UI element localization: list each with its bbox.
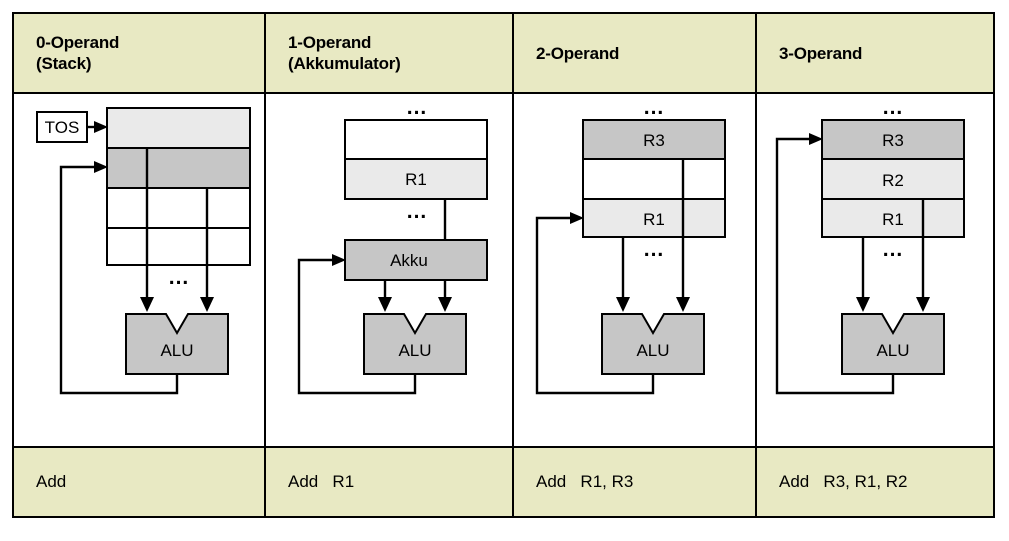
accumulator-label: Akku [390,251,428,270]
acc-ellipsis-above: ... [407,96,428,119]
instruction-label-1-operand: Add R1 [288,472,355,491]
two-operand-diagram-cell: ... R3 R1 ... [514,94,757,446]
three-reg-label-r1: R1 [882,210,904,229]
alu-label: ALU [160,341,193,360]
two-reg-label-r1: R1 [643,210,665,229]
two-reg-label-r3: R3 [643,131,665,150]
alu-label: ALU [398,341,431,360]
three-reg-cell-r1 [821,198,965,238]
stack-ellipsis: ... [169,266,190,289]
two-operand-arrow-r3 [676,297,690,312]
instruction-cell-1-operand: Add R1 [266,448,514,516]
two-feedback-arrow-head [570,212,584,224]
stack-feedback-path [59,165,179,395]
stack-feedback-arrow-head [94,161,108,173]
alu-shape [601,313,705,375]
operand-comparison-table: 0-Operand (Stack) 1-Operand (Akkumulator… [12,12,995,518]
tos-label: TOS [45,118,80,137]
three-reg-label-r3: R3 [882,131,904,150]
acc-feedback-path [297,258,417,395]
header-cell-0-operand: 0-Operand (Stack) [14,14,266,92]
instruction-cell-2-operand: Add R1, R3 [514,448,757,516]
acc-reg-cell-1 [344,119,488,160]
tos-arrow-head [94,121,108,133]
instruction-label-3-operand: Add R3, R1, R2 [779,472,908,491]
three-operand-diagram-cell: ... R3 R2 R1 ... [757,94,993,446]
three-ellipsis-above: ... [883,96,904,119]
two-reg-cell-mid [582,158,726,200]
stack-cell-2 [106,147,251,189]
acc-operand-arrow-akku [378,297,392,312]
two-ellipsis-above: ... [644,96,665,119]
two-ellipsis-below: ... [644,238,665,261]
three-feedback-arrow-head [809,133,823,145]
stack-cell-3 [106,187,251,229]
instruction-label-2-operand: Add R1, R3 [536,472,634,491]
accumulator-diagram-cell: ... R1 ... Akku [266,94,514,446]
acc-ellipsis-below: ... [407,200,428,223]
instruction-label-0-operand: Add [36,472,67,491]
accumulator-diagram: ... R1 ... Akku [297,96,488,395]
table-header-row: 0-Operand (Stack) 1-Operand (Akkumulator… [14,14,993,94]
header-label-2-operand: 2-Operand [536,43,620,63]
three-operand-arrow-r2 [916,297,930,312]
stack-diagram-cell: TOS ... [14,94,266,446]
acc-reg-label-r1: R1 [405,170,427,189]
acc-operand-arrow-r1 [438,297,452,312]
instruction-cell-0-operand: Add [14,448,266,516]
three-operand-arrow-r1 [856,297,870,312]
stack-operand-arrow-2 [200,297,214,312]
acc-reg-cell-2 [344,158,488,200]
acc-feedback-arrow-head [332,254,346,266]
header-label-0-operand: 0-Operand (Stack) [36,33,120,73]
alu-shape [841,313,945,375]
instruction-cell-3-operand: Add R3, R1, R2 [757,448,993,516]
header-cell-1-operand: 1-Operand (Akkumulator) [266,14,514,92]
alu-label: ALU [636,341,669,360]
header-cell-3-operand: 3-Operand [757,14,993,92]
header-label-3-operand: 3-Operand [779,43,863,63]
stack-cell-4 [106,227,251,266]
three-feedback-path [775,137,895,395]
table-footer-row: Add Add R1 Add R1, R3 Add R3, R1, R2 [14,448,993,516]
three-reg-label-r2: R2 [882,171,904,190]
header-cell-2-operand: 2-Operand [514,14,757,92]
two-feedback-path [535,216,655,395]
tos-box [36,111,88,143]
table-body-row: TOS ... [14,94,993,448]
two-reg-cell-r3 [582,119,726,160]
alu-shape [363,313,467,375]
header-label-1-operand: 1-Operand (Akkumulator) [288,33,401,73]
stack-diagram: TOS ... [36,107,251,395]
two-operand-diagram: ... R3 R1 ... [535,96,726,395]
alu-label: ALU [876,341,909,360]
three-reg-cell-r2 [821,158,965,200]
three-operand-diagram: ... R3 R2 R1 ... [775,96,965,395]
alu-shape [125,313,229,375]
stack-operand-arrow-1 [140,297,154,312]
three-ellipsis-below: ... [883,238,904,261]
stack-cell-1 [106,107,251,149]
two-operand-arrow-r1 [616,297,630,312]
